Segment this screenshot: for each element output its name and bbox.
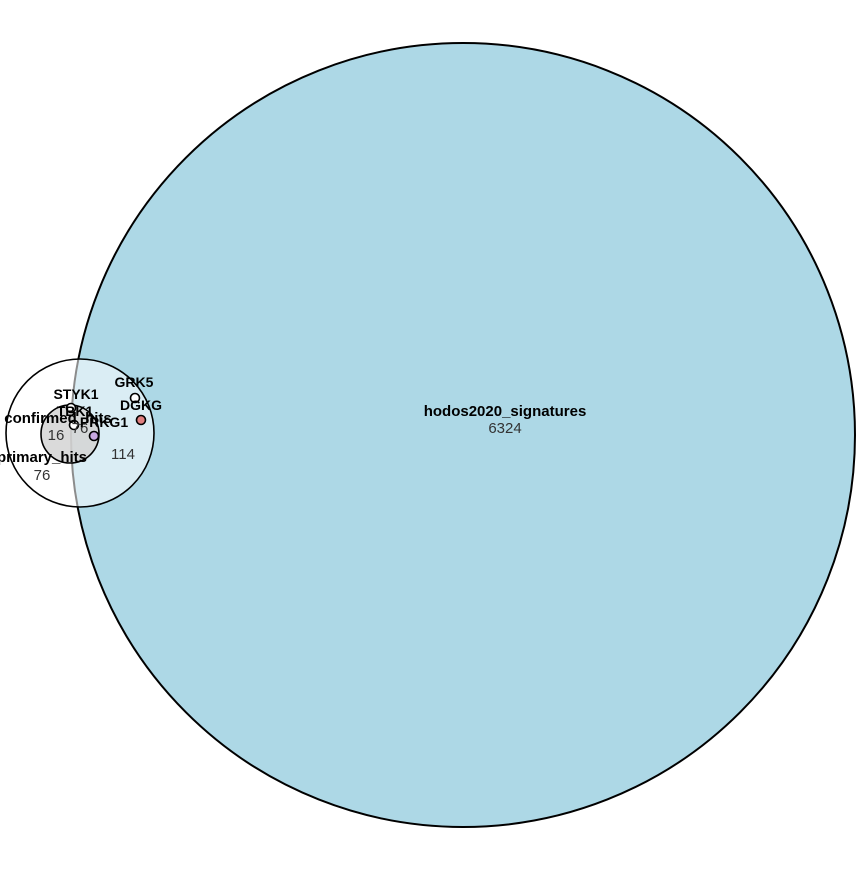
- gene-dot-prkg1: [88, 430, 100, 442]
- set-label-primary: primary_hits: [0, 449, 87, 466]
- count-confirmed-only: 16: [48, 427, 65, 444]
- gene-label-tbk1: TBK1: [57, 403, 94, 419]
- gene-dot-dgkg: [135, 414, 147, 426]
- gene-label-grk5: GRK5: [115, 374, 154, 390]
- set-label-confirmed: confirmed_hits: [4, 410, 112, 427]
- count-all-three: 76: [72, 420, 89, 437]
- gene-label-dgkg: DGKG: [120, 397, 162, 413]
- gene-dot-tbk1: [68, 419, 80, 431]
- count-hodos-only: 6324: [488, 420, 521, 437]
- gene-label-styk1: STYK1: [53, 386, 98, 402]
- count-primary-hodos: 114: [111, 446, 135, 463]
- gene-dot-grk5: [129, 392, 141, 404]
- gene-dot-styk1: [65, 402, 77, 414]
- count-primary-only: 76: [34, 467, 51, 484]
- set-label-hodos: hodos2020_signatures: [424, 403, 587, 420]
- gene-label-prkg1: PRKG1: [80, 414, 128, 430]
- set-circle-hodos: [70, 42, 856, 828]
